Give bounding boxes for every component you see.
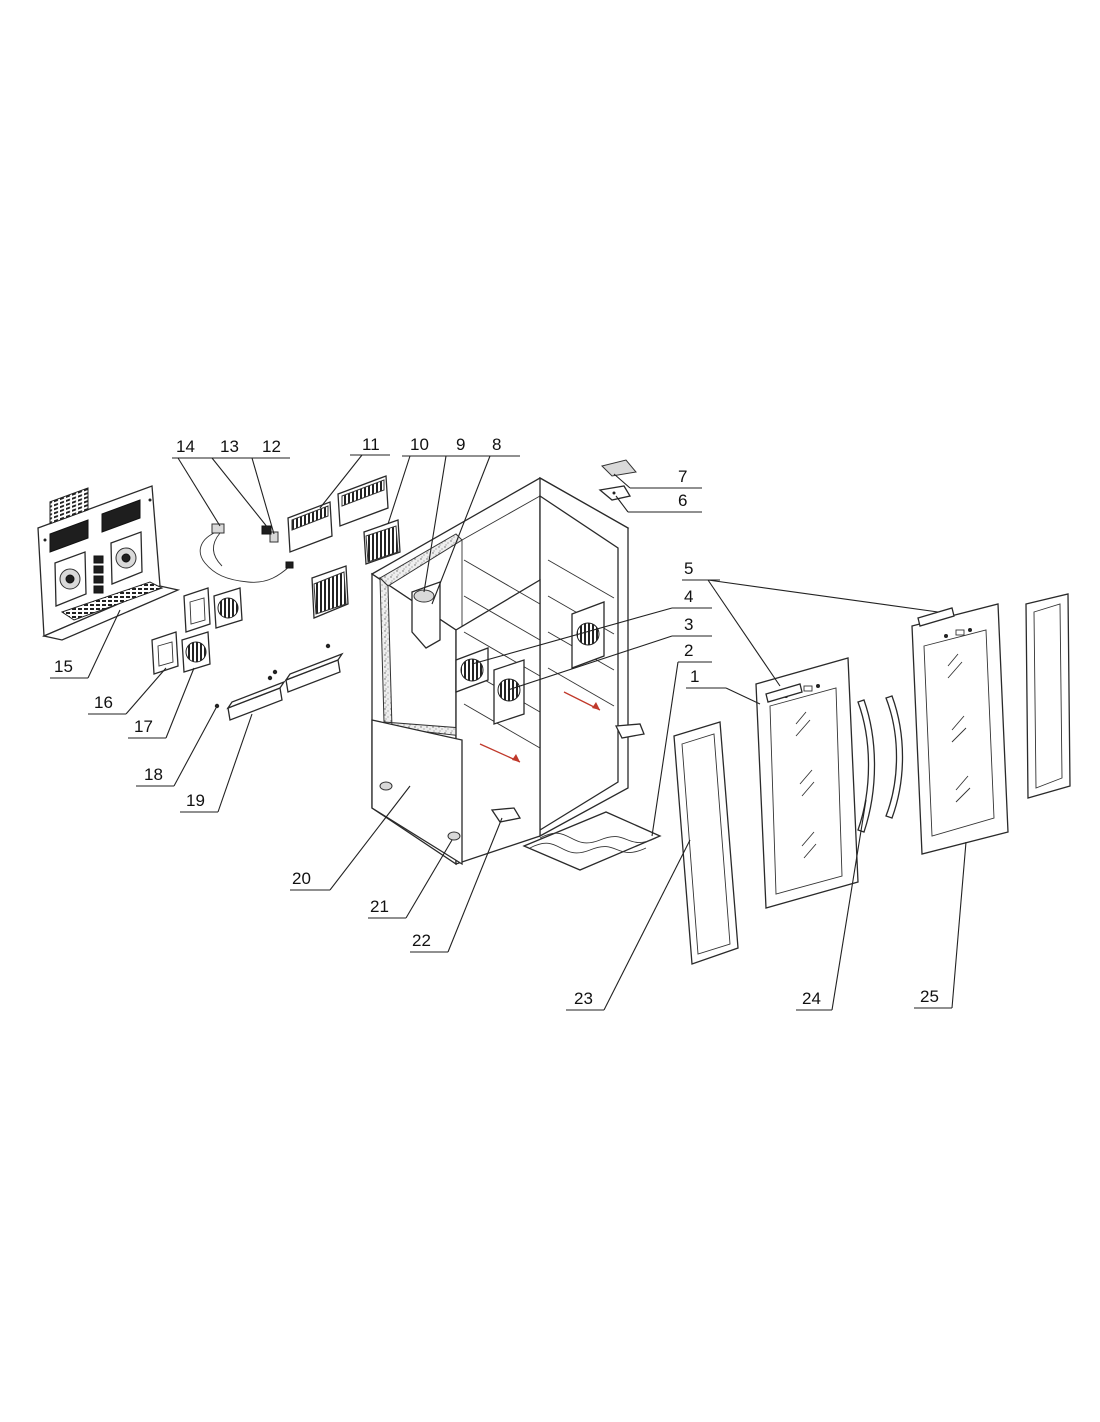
fan xyxy=(181,587,243,673)
callout-23: 23 xyxy=(574,989,593,1008)
callout-1: 1 xyxy=(690,667,699,686)
wire-harness xyxy=(199,523,294,583)
screw xyxy=(214,643,331,709)
leveling-foot xyxy=(379,781,461,841)
callout-11: 11 xyxy=(362,435,380,454)
callout-3: 3 xyxy=(684,615,693,634)
callout-9: 9 xyxy=(456,435,465,454)
callout-25: 25 xyxy=(920,987,939,1006)
door-gasket xyxy=(673,593,1071,965)
hinge-cover xyxy=(601,459,637,477)
callout-22: 22 xyxy=(412,931,431,950)
callout-15: 15 xyxy=(54,657,73,676)
cooling-module xyxy=(311,519,401,619)
rear-panel xyxy=(37,485,181,641)
callout-21: 21 xyxy=(370,897,389,916)
callout-14: 14 xyxy=(176,437,195,456)
glass-door-right xyxy=(911,603,1009,855)
callout-16: 16 xyxy=(94,693,113,712)
bottle-rack xyxy=(522,811,662,871)
connector-13 xyxy=(261,525,272,535)
callout-24: 24 xyxy=(802,989,821,1008)
control-panel xyxy=(765,607,955,703)
connector-12 xyxy=(269,531,279,543)
callout-10: 10 xyxy=(410,435,429,454)
callout-7: 7 xyxy=(678,467,687,486)
callout-labels: 1 2 3 4 5 6 7 8 9 10 11 12 13 14 15 16 1… xyxy=(54,435,939,1008)
callout-12: 12 xyxy=(262,437,281,456)
internal-fan xyxy=(455,601,605,725)
callout-2: 2 xyxy=(684,641,693,660)
air-duct xyxy=(411,581,441,649)
callout-20: 20 xyxy=(292,869,311,888)
door-handle xyxy=(857,695,904,833)
glass-door xyxy=(755,657,859,909)
callout-18: 18 xyxy=(144,765,163,784)
callout-6: 6 xyxy=(678,491,687,510)
callout-17: 17 xyxy=(134,717,153,736)
drip-tray xyxy=(226,652,344,721)
callout-8: 8 xyxy=(492,435,501,454)
callout-13: 13 xyxy=(220,437,239,456)
top-hinge xyxy=(598,485,632,501)
control-board xyxy=(287,475,389,553)
callout-5: 5 xyxy=(684,559,693,578)
fan-bracket xyxy=(151,587,211,675)
callout-19: 19 xyxy=(186,791,205,810)
leader-lines xyxy=(50,454,967,1011)
callout-4: 4 xyxy=(684,587,693,606)
bottom-hinge xyxy=(490,723,645,823)
